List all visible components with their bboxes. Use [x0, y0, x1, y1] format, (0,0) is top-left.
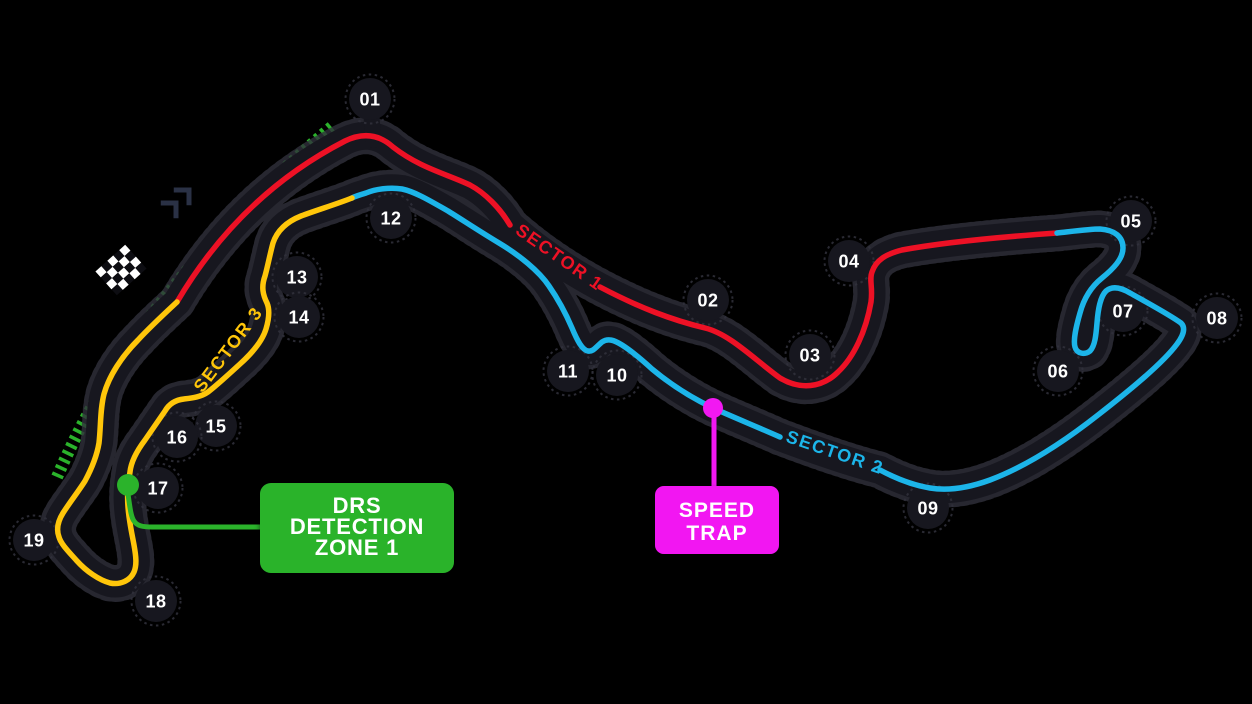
- turn-badge-04: 04: [823, 235, 875, 287]
- turn-badge-label: 18: [145, 592, 166, 612]
- turn-badge-12: 12: [365, 192, 417, 244]
- speed-trap-box: [655, 486, 779, 554]
- turn-badge-06: 06: [1032, 345, 1084, 397]
- turn-badge-label: 07: [1112, 302, 1133, 322]
- turn-badge-08: 08: [1191, 292, 1243, 344]
- turn-badge-09: 09: [902, 482, 954, 534]
- speed-trap-label-line1: SPEED: [679, 499, 755, 522]
- turn-badge-label: 09: [917, 499, 938, 519]
- turn-badge-15: 15: [190, 400, 242, 452]
- turn-badge-01: 01: [344, 73, 396, 125]
- turn-badge-label: 01: [359, 90, 380, 110]
- turn-badge-label: 12: [380, 209, 401, 229]
- turn-badge-label: 11: [558, 362, 578, 382]
- turn-badge-17: 17: [132, 462, 184, 514]
- turn-badge-label: 14: [288, 308, 309, 328]
- turn-badge-label: 10: [606, 366, 627, 386]
- turn-badge-14: 14: [273, 291, 325, 343]
- drs-detection-box: [260, 483, 454, 573]
- turn-badge-label: 02: [697, 291, 718, 311]
- turn-badge-label: 06: [1047, 362, 1068, 382]
- turn-badge-label: 08: [1206, 309, 1227, 329]
- turn-badge-label: 05: [1120, 212, 1141, 232]
- turn-badge-16: 16: [151, 411, 203, 463]
- sector1-line-a: [174, 133, 513, 305]
- turn-badge-label: 13: [286, 268, 307, 288]
- direction-chevrons-icon: [160, 187, 192, 219]
- turn-badge-18: 18: [130, 575, 182, 627]
- turn-badge-label: 16: [166, 428, 187, 448]
- turn-badge-label: 03: [799, 346, 820, 366]
- speed-trap-label-line2: TRAP: [686, 522, 747, 545]
- speed-trap-annotation: SPEED TRAP: [655, 398, 779, 554]
- drs-detection-connector: [125, 491, 265, 530]
- turn-badge-10: 10: [591, 349, 643, 401]
- drs-detection-label-line2: DETECTION: [290, 514, 424, 539]
- turn-badge-label: 15: [205, 417, 226, 437]
- drs-detection-annotation: DRS DETECTION ZONE 1: [117, 474, 454, 573]
- turn-badge-07: 07: [1097, 285, 1149, 337]
- turn-badge-03: 03: [784, 329, 836, 381]
- turn-badge-label: 19: [23, 531, 44, 551]
- turn-badge-label: 04: [838, 252, 859, 272]
- speed-trap-dot: [703, 398, 723, 418]
- checkered-flag-icon: [95, 244, 147, 296]
- drs-detection-label-line3: ZONE 1: [315, 535, 399, 560]
- drs-detection-dot: [117, 474, 139, 496]
- turn-badges: 01 02 03 04 05 06 07 08 09 10 11 12 13 14 15 16 17 18 19: [8, 73, 1243, 627]
- drs-detection-label-line1: DRS: [333, 493, 382, 518]
- sector1-line-b: [597, 230, 1060, 389]
- turn-badge-02: 02: [682, 274, 734, 326]
- turn-badge-label: 17: [147, 479, 168, 499]
- turn-badge-11: 11: [542, 345, 594, 397]
- turn-badge-05: 05: [1105, 195, 1157, 247]
- sector2-line-a: [877, 226, 1187, 492]
- sector2-line-b: [349, 185, 783, 440]
